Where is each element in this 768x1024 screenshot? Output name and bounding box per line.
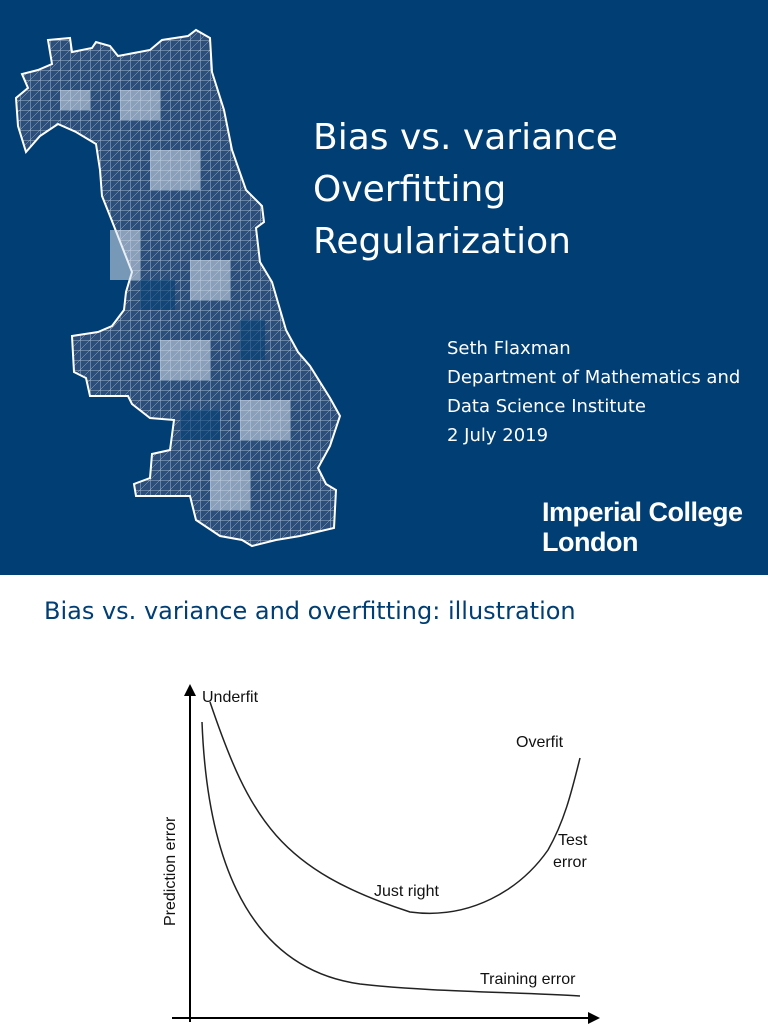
author-name: Seth Flaxman	[447, 338, 571, 359]
logo-line-1: Imperial College	[542, 497, 743, 527]
slide-title: Bias vs. variance Overfitting Regulariza…	[313, 112, 618, 268]
author-info: Seth Flaxman Department of Mathematics a…	[447, 334, 740, 450]
training-error-label: Training error	[480, 971, 576, 988]
logo-line-2: London	[542, 527, 638, 557]
test-error-label-line-1: Test	[558, 832, 588, 849]
title-line-2: Overfitting	[313, 169, 507, 210]
slide-heading: Bias vs. variance and overfitting: illus…	[44, 597, 576, 625]
y-axis-label: Prediction error	[162, 816, 179, 926]
map-texture	[60, 90, 290, 510]
affiliation-line-2: Data Science Institute	[447, 396, 646, 417]
x-axis-arrow	[588, 1012, 600, 1024]
overfit-label: Overfit	[516, 734, 564, 751]
test-error-label-line-2: error	[553, 854, 587, 871]
chicago-map-image	[14, 28, 342, 548]
y-axis-arrow	[184, 684, 196, 696]
imperial-logo: Imperial College London	[542, 497, 743, 557]
map-shadows	[140, 280, 265, 440]
presentation-date: 2 July 2019	[447, 425, 549, 446]
title-line-1: Bias vs. variance	[313, 117, 618, 158]
test-error-curve	[209, 701, 581, 914]
affiliation-line-1: Department of Mathematics and	[447, 367, 741, 388]
training-error-curve	[201, 721, 581, 997]
underfit-label: Underfit	[202, 689, 259, 706]
title-line-3: Regularization	[313, 221, 571, 262]
bias-variance-chart: Prediction error Underfit Overfit Just r…	[162, 684, 600, 1024]
just-right-label: Just right	[374, 883, 439, 900]
title-slide: Bias vs. variance Overfitting Regulariza…	[0, 0, 768, 575]
